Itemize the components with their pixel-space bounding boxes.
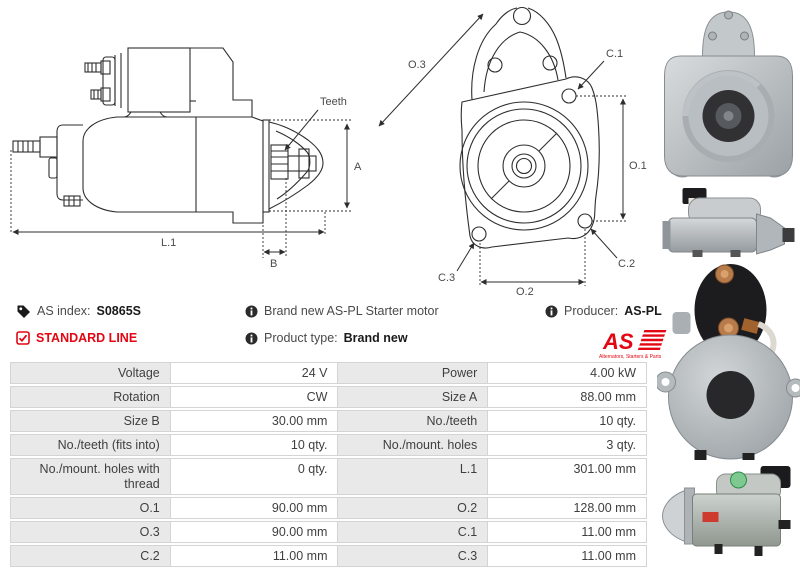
- spec-label-cell: Power: [337, 362, 489, 384]
- producer-line: Producer: AS-PL: [545, 301, 667, 321]
- info-icon[interactable]: [245, 332, 258, 345]
- dim-label-c1: C.1: [606, 48, 623, 60]
- technical-drawing-side-view: Teeth A L.1 B: [10, 47, 362, 270]
- logo-text: AS: [602, 329, 634, 354]
- logo-tagline: Alternators, Starters & Parts: [599, 354, 662, 360]
- spec-value-cell: 4.00 kW: [487, 362, 647, 384]
- standard-line: STANDARD LINE: [16, 328, 141, 348]
- dim-label-o2: O.2: [516, 286, 534, 298]
- checkbox-icon: [16, 331, 30, 345]
- product-info-middle: Brand new AS-PL Starter motor Product ty…: [245, 301, 439, 355]
- info-icon[interactable]: [545, 305, 558, 318]
- spec-label-cell: C.2: [10, 545, 171, 567]
- spec-value-cell: 11.00 mm: [487, 521, 647, 543]
- table-row: No./mount. holes with thread 0 qty. L.1 …: [10, 458, 647, 495]
- product-info-right: Producer: AS-PL AS Alternators, Starters…: [545, 301, 667, 367]
- dim-label-a: A: [354, 161, 362, 173]
- table-row: C.2 11.00 mm C.3 11.00 mm: [10, 545, 647, 567]
- spec-value-cell: 90.00 mm: [169, 521, 339, 543]
- product-photo-side-left[interactable]: [657, 464, 800, 564]
- tag-icon: [17, 305, 30, 318]
- producer-label: Producer:: [564, 304, 619, 318]
- spec-label-cell: No./mount. holes: [337, 434, 489, 456]
- spec-value-cell: 88.00 mm: [487, 386, 647, 408]
- spec-value-cell: CW: [169, 386, 339, 408]
- spec-label-cell: O.2: [337, 497, 489, 519]
- spec-label-cell: Size A: [337, 386, 489, 408]
- spec-label-cell: Rotation: [10, 386, 171, 408]
- spec-value-cell: 11.00 mm: [169, 545, 339, 567]
- dim-label-l1: L.1: [161, 237, 176, 249]
- table-row: O.1 90.00 mm O.2 128.00 mm: [10, 497, 647, 519]
- spec-table: Voltage 24 V Power 4.00 kW Rotation CW S…: [10, 362, 647, 569]
- dim-label-c2: C.2: [618, 258, 635, 270]
- spec-label-cell: C.3: [337, 545, 489, 567]
- spec-label-cell: No./mount. holes with thread: [10, 458, 171, 495]
- as-index-line: AS index: S0865S: [16, 301, 141, 321]
- spec-value-cell: 301.00 mm: [487, 458, 647, 495]
- producer-value: AS-PL: [624, 304, 662, 318]
- product-type-label: Product type:: [264, 331, 338, 345]
- spec-value-cell: 11.00 mm: [487, 545, 647, 567]
- spec-value-cell: 3 qty.: [487, 434, 647, 456]
- dim-label-teeth: Teeth: [320, 96, 347, 108]
- spec-label-cell: No./teeth: [337, 410, 489, 432]
- spec-value-cell: 0 qty.: [169, 458, 339, 495]
- product-photo-rear[interactable]: [657, 262, 800, 460]
- technical-drawing-front-view: O.3 C.1 O.1 C.3 C.2 O.2: [378, 6, 647, 298]
- product-type-line: Product type: Brand new: [245, 328, 439, 348]
- spec-value-cell: 128.00 mm: [487, 497, 647, 519]
- dim-label-c3: C.3: [438, 272, 455, 284]
- product-type-value: Brand new: [343, 331, 408, 345]
- spec-label-cell: O.1: [10, 497, 171, 519]
- spec-label-cell: Size B: [10, 410, 171, 432]
- dim-label-o3: O.3: [408, 59, 426, 71]
- table-row: No./teeth (fits into) 10 qty. No./mount.…: [10, 434, 647, 456]
- table-row: Size B 30.00 mm No./teeth 10 qty.: [10, 410, 647, 432]
- as-index-value: S0865S: [96, 304, 141, 318]
- description-line: Brand new AS-PL Starter motor: [245, 301, 439, 321]
- table-row: Rotation CW Size A 88.00 mm: [10, 386, 647, 408]
- product-photo-front[interactable]: [657, 2, 800, 180]
- spec-value-cell: 30.00 mm: [169, 410, 339, 432]
- product-info-left: AS index: S0865S STANDARD LINE: [16, 301, 141, 355]
- table-row: Voltage 24 V Power 4.00 kW: [10, 362, 647, 384]
- spec-value-cell: 10 qty.: [487, 410, 647, 432]
- spec-label-cell: No./teeth (fits into): [10, 434, 171, 456]
- spec-label-cell: Voltage: [10, 362, 171, 384]
- as-index-label: AS index:: [37, 304, 91, 318]
- product-description: Brand new AS-PL Starter motor: [264, 304, 439, 318]
- spec-label-cell: C.1: [337, 521, 489, 543]
- as-pl-logo: AS Alternators, Starters & Parts: [599, 329, 667, 360]
- dim-label-b: B: [270, 258, 277, 270]
- standard-line-label: STANDARD LINE: [36, 331, 138, 345]
- spec-value-cell: 90.00 mm: [169, 497, 339, 519]
- spec-value-cell: 24 V: [169, 362, 339, 384]
- info-icon[interactable]: [245, 305, 258, 318]
- spec-label-cell: O.3: [10, 521, 171, 543]
- spec-label-cell: L.1: [337, 458, 489, 495]
- product-photo-side-right[interactable]: [657, 182, 800, 260]
- table-row: O.3 90.00 mm C.1 11.00 mm: [10, 521, 647, 543]
- spec-value-cell: 10 qty.: [169, 434, 339, 456]
- dim-label-o1: O.1: [629, 160, 647, 172]
